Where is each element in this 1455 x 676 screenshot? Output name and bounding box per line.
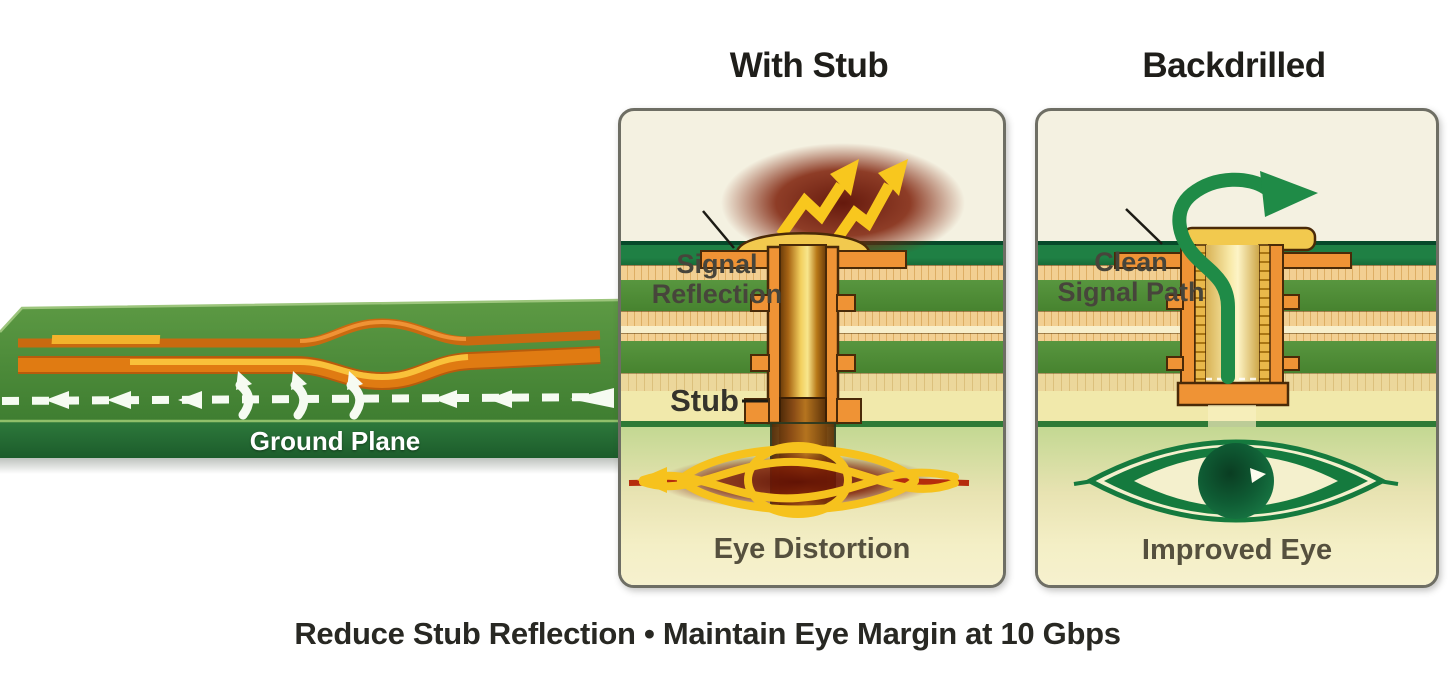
with-stub-panel: Signal Reflection Stub Eye Distortion <box>618 108 1006 588</box>
return-current-arrowheads <box>236 371 363 390</box>
with-stub-title: With Stub <box>729 46 889 85</box>
clean-signal-path-arrow <box>1172 171 1318 384</box>
eye-left-arrowhead <box>637 467 667 493</box>
reflection-arrowheads <box>830 159 908 196</box>
dashed-return-path <box>1 371 614 420</box>
backdrilled-panel: Clean Signal Path Improved Eye <box>1035 108 1439 588</box>
board-front-face <box>0 419 620 474</box>
improved-eye <box>1073 439 1399 523</box>
left-arrowheads <box>45 388 614 409</box>
trace-pair <box>18 318 601 391</box>
caption: Reduce Stub Reflection • Maintain Eye Ma… <box>294 616 1121 651</box>
signal-reflection-label: Signal Reflection <box>651 249 783 310</box>
ground-plane-board <box>0 298 620 474</box>
backdrilled-title: Backdrilled <box>1142 46 1326 85</box>
ground-plane-label: Ground Plane <box>249 426 421 456</box>
eye-distortion-label: Eye Distortion <box>713 533 911 565</box>
backdrill-bottom-pad <box>1176 381 1290 407</box>
clean-signal-pointer <box>1125 208 1163 245</box>
clean-signal-path-label: Clean Signal Path <box>1057 247 1205 308</box>
iris-highlight <box>1250 468 1266 483</box>
signal-reflection-pointer <box>702 210 735 249</box>
distorted-eye <box>628 442 970 518</box>
reflection-arrows-icon <box>776 182 894 243</box>
with-stub-art <box>628 143 970 518</box>
improved-eye-label: Improved Eye <box>1141 534 1333 566</box>
stub-label: Stub <box>670 383 739 418</box>
backdrilled-art <box>1073 171 1399 523</box>
